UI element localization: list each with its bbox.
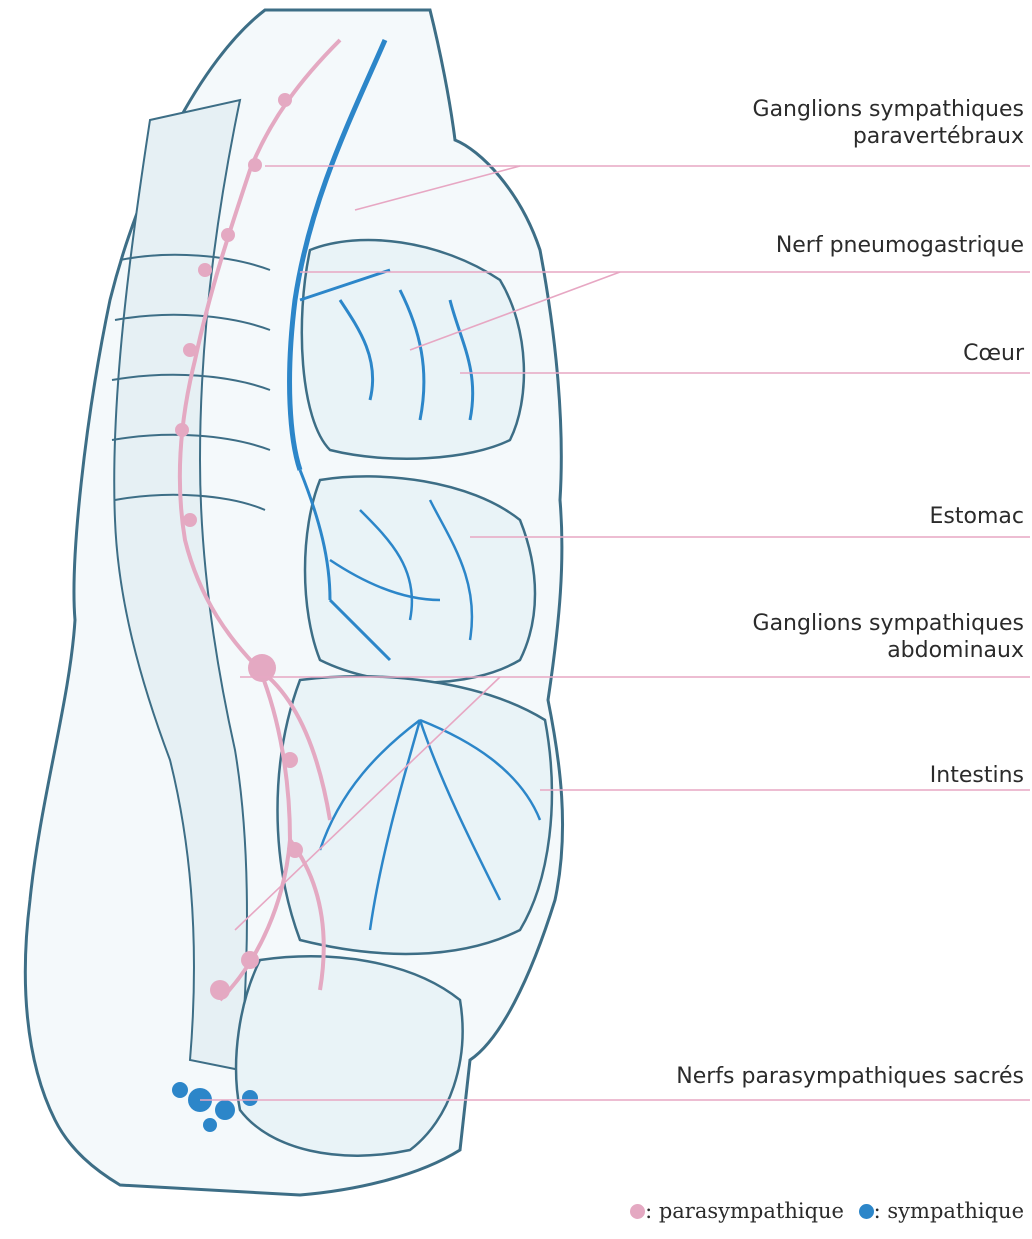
label-estomac: Estomac [930, 503, 1024, 530]
label-nerfs-sacres: Nerfs parasympathiques sacrés [676, 1063, 1024, 1090]
label-ganglions-paravertebraux: Ganglions sympathiquesparavertébraux [753, 96, 1024, 150]
label-line: Ganglions sympathiques [753, 96, 1024, 123]
legend-sympathique: : sympathique [874, 1199, 1024, 1223]
label-line: Ganglions sympathiques [753, 610, 1024, 637]
legend-parasympathique: : parasympathique [645, 1199, 844, 1223]
label-line: abdominaux [753, 637, 1024, 664]
sympathetic-swatch [859, 1204, 874, 1219]
label-intestins: Intestins [930, 762, 1024, 789]
label-line: Cœur [963, 340, 1024, 367]
label-line: Intestins [930, 762, 1024, 789]
label-line: Nerfs parasympathiques sacrés [676, 1063, 1024, 1090]
intestines [278, 676, 552, 954]
parasympathetic-swatch [630, 1204, 645, 1219]
label-nerf-pneumogastrique: Nerf pneumogastrique [776, 232, 1024, 259]
legend: : parasympathique : sympathique [630, 1199, 1024, 1223]
stomach [305, 476, 535, 682]
torso-cross-section-illustration [25, 10, 562, 1195]
label-line: Nerf pneumogastrique [776, 232, 1024, 259]
pelvic-organs [236, 956, 462, 1155]
label-line: paravertébraux [753, 123, 1024, 150]
label-ganglions-abdominaux: Ganglions sympathiquesabdominaux [753, 610, 1024, 664]
label-coeur: Cœur [963, 340, 1024, 367]
label-line: Estomac [930, 503, 1024, 530]
